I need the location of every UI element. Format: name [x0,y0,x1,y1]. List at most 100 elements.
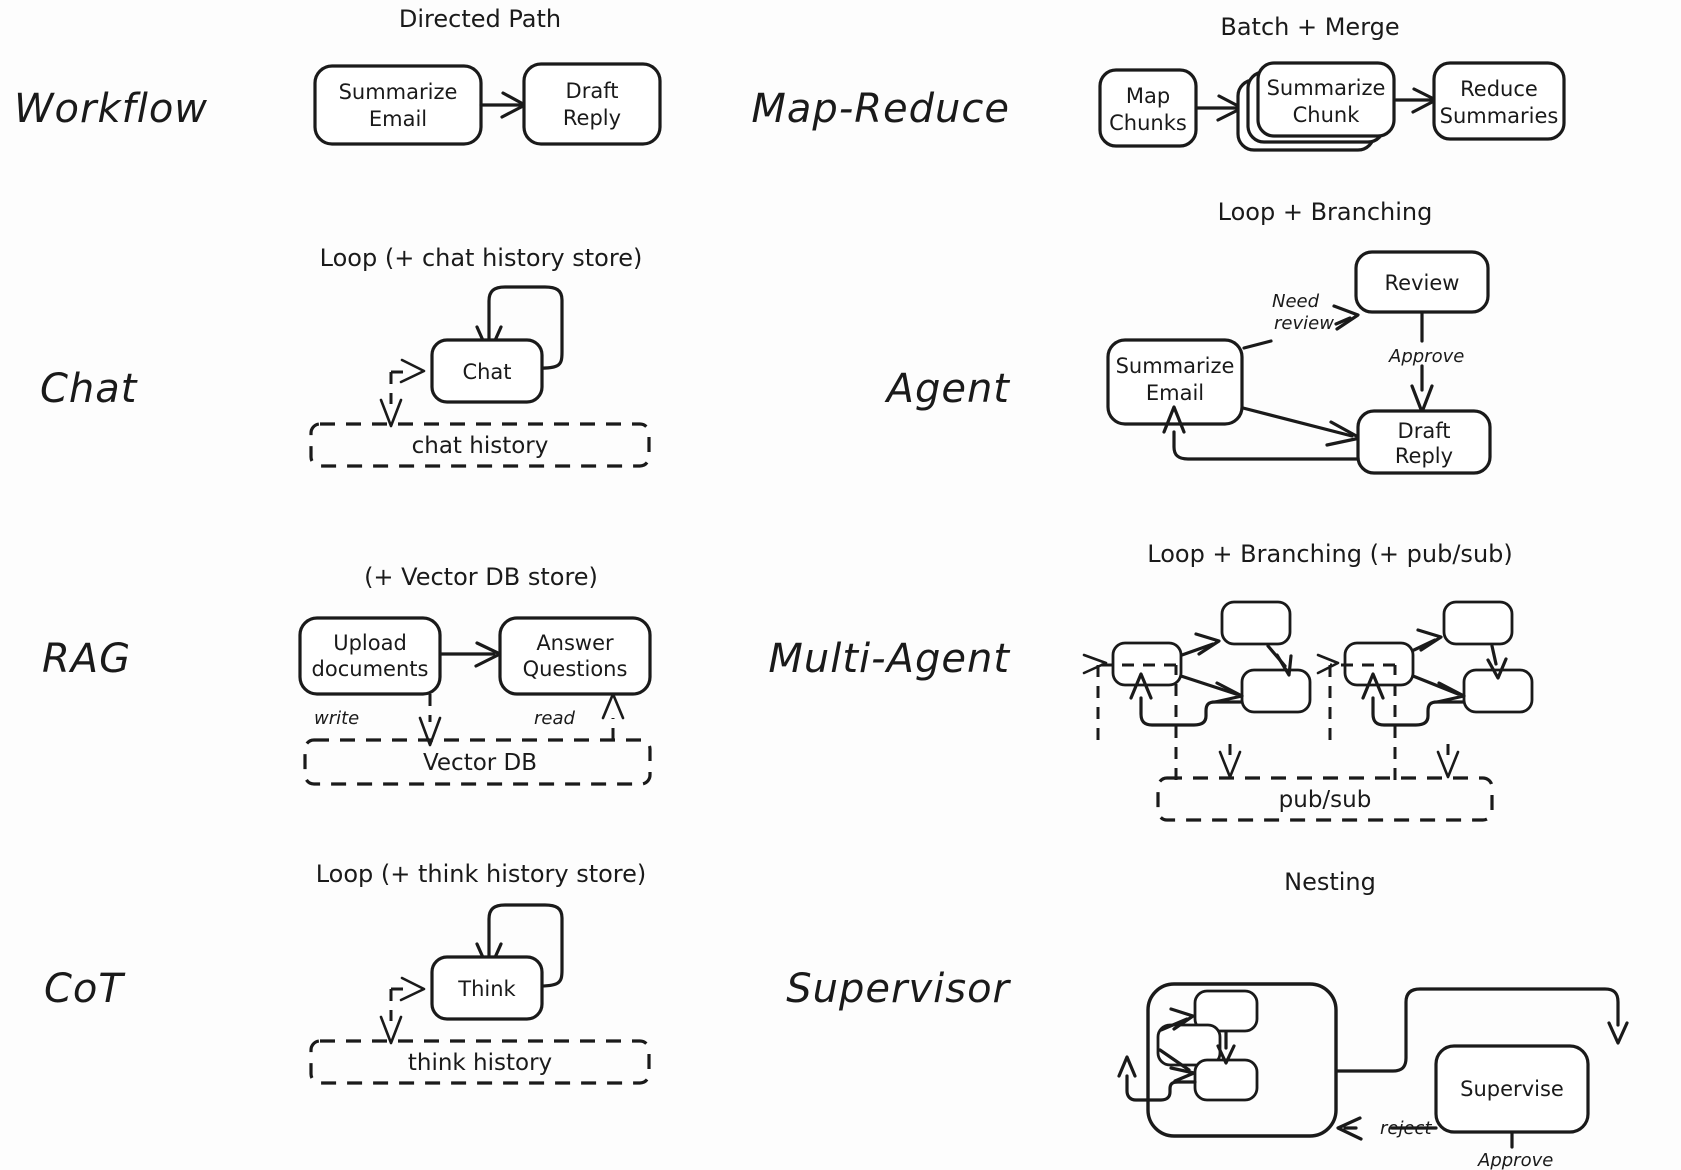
edge-label-approve: Approve [1388,346,1464,367]
node-chat[interactable]: Chat [430,338,544,404]
edge-sub-right-back [1117,1055,1197,1102]
store-think-history[interactable]: think history [309,1039,651,1085]
node-b-right[interactable] [1462,668,1534,714]
edge-b-subscribe [1316,653,1397,780]
node-a-right[interactable] [1240,668,1312,714]
node-line-1: Draft [1398,419,1451,443]
edge-a-sub-arrow [1082,653,1108,745]
edge-need-review: Need review [1242,291,1360,350]
edge-label-read: read [534,708,576,729]
edge-think-store-read [391,976,426,1002]
nested-agent-group[interactable] [1146,982,1338,1138]
edge-map-to-summarize [1195,94,1244,122]
pattern-rag: RAG (+ Vector DB store) Upload documents… [42,563,652,786]
node-summarize-chunk-stack[interactable]: Summarize Chunk [1236,61,1396,152]
edge-upload-to-answer [439,641,502,668]
edge-reject [1336,1116,1438,1141]
caption-multi-agent: Loop + Branching (+ pub/sub) [1147,540,1513,568]
node-agent-summarize-email[interactable]: Summarize Email [1106,338,1244,426]
pattern-agent: Agent Loop + Branching Summarize Email N… [884,198,1492,475]
node-reduce-summaries[interactable]: Reduce Summaries [1432,61,1566,141]
node-line-2: documents [312,657,429,681]
node-review[interactable]: Review [1354,250,1490,314]
edge-label-review: review [1274,313,1334,334]
node-box [298,616,442,696]
edge-sub-top-right [1216,1030,1236,1065]
edge-a-right-back [1129,672,1244,727]
pattern-supervisor: Supervisor Nesting [786,868,1629,1170]
node-label: Supervise [1460,1077,1564,1101]
node-box [522,62,662,146]
store-box [309,422,651,468]
node-box [1432,61,1566,141]
node-line-1: Reduce [1460,77,1538,101]
store-label: pub/sub [1279,787,1372,813]
edge-a-top-right [1266,644,1293,677]
node-b-left[interactable] [1343,641,1415,687]
agent-cluster-b [1316,600,1534,780]
pattern-chat: Chat Loop (+ chat history store) Chat ch… [40,244,651,468]
edge-chat-store-read [391,358,426,384]
edge-sub-left-right [1158,1048,1196,1083]
edge-draft-reply-feedback [1162,405,1360,461]
edge-summarize-to-draft [479,91,527,119]
pattern-workflow: Workflow Directed Path Summarize Email D… [14,5,662,146]
node-line-2: Email [1146,381,1204,405]
row-label-multi-agent: Multi-Agent [768,636,1010,682]
node-a-top[interactable] [1220,600,1292,646]
node-map-chunks[interactable]: Map Chunks [1098,68,1198,148]
node-line-1: Summarize [1116,354,1235,378]
row-label-map-reduce: Map-Reduce [751,86,1010,132]
store-box [303,738,652,786]
node-box [430,338,544,404]
edge-approve: Approve [1388,311,1464,414]
caption-batch-merge: Batch + Merge [1220,13,1399,41]
row-label-rag: RAG [42,636,131,682]
edge-chat-store-write [379,372,403,428]
edge-a-left-top [1180,632,1221,657]
edge-think-store-write [379,989,403,1045]
edge-b-top-right [1486,644,1508,680]
caption-cot-loop: Loop (+ think history store) [316,860,647,888]
store-chat-history[interactable]: chat history [309,422,651,468]
node-label: Chat [462,360,511,384]
edge-b-left-top [1412,628,1443,652]
edge-write-to-store: write [314,694,442,747]
row-label-chat: Chat [40,366,138,412]
store-pub-sub[interactable]: pub/sub [1156,776,1494,822]
edge-sub-left-top [1159,1007,1195,1032]
node-supervise[interactable]: Supervise [1434,1044,1590,1134]
node-answer-questions[interactable]: Answer Questions [498,616,652,696]
node-upload-documents[interactable]: Upload documents [298,616,442,696]
store-vector-db[interactable]: Vector DB [303,738,652,786]
node-sub-left[interactable] [1156,1023,1222,1067]
caption-nesting: Nesting [1284,868,1376,896]
edge-b-right-back [1361,672,1466,727]
edge-summarize-to-reduce [1394,87,1438,114]
node-box [1106,338,1244,426]
node-b-top[interactable] [1442,600,1514,646]
caption-agent-loop: Loop + Branching [1218,198,1433,226]
node-line-1: Draft [566,79,619,103]
edge-label-reject-text: reject [1380,1118,1432,1139]
edge-supervise-approve: Approve [1477,1131,1553,1170]
node-label: Think [457,977,516,1001]
store-label: Vector DB [423,750,537,776]
pattern-multi-agent: Multi-Agent Loop + Branching (+ pub/sub) [768,540,1534,822]
node-label: Review [1385,271,1460,295]
store-label: think history [408,1050,552,1076]
node-line-1: Summarize [1267,76,1386,100]
edge-label-approve: Approve [1477,1150,1553,1170]
node-agent-draft-reply[interactable]: Draft Reply [1356,409,1492,475]
node-box [430,955,544,1021]
node-line-2: Email [369,107,427,131]
node-draft-reply[interactable]: Draft Reply [522,62,662,146]
node-sub-right[interactable] [1193,1058,1259,1102]
node-line-2: Reply [563,106,621,130]
store-label: chat history [412,433,549,459]
node-box [313,64,483,146]
node-summarize-email[interactable]: Summarize Email [313,64,483,146]
caption-rag-store: (+ Vector DB store) [364,563,598,591]
node-think[interactable]: Think [430,955,544,1021]
